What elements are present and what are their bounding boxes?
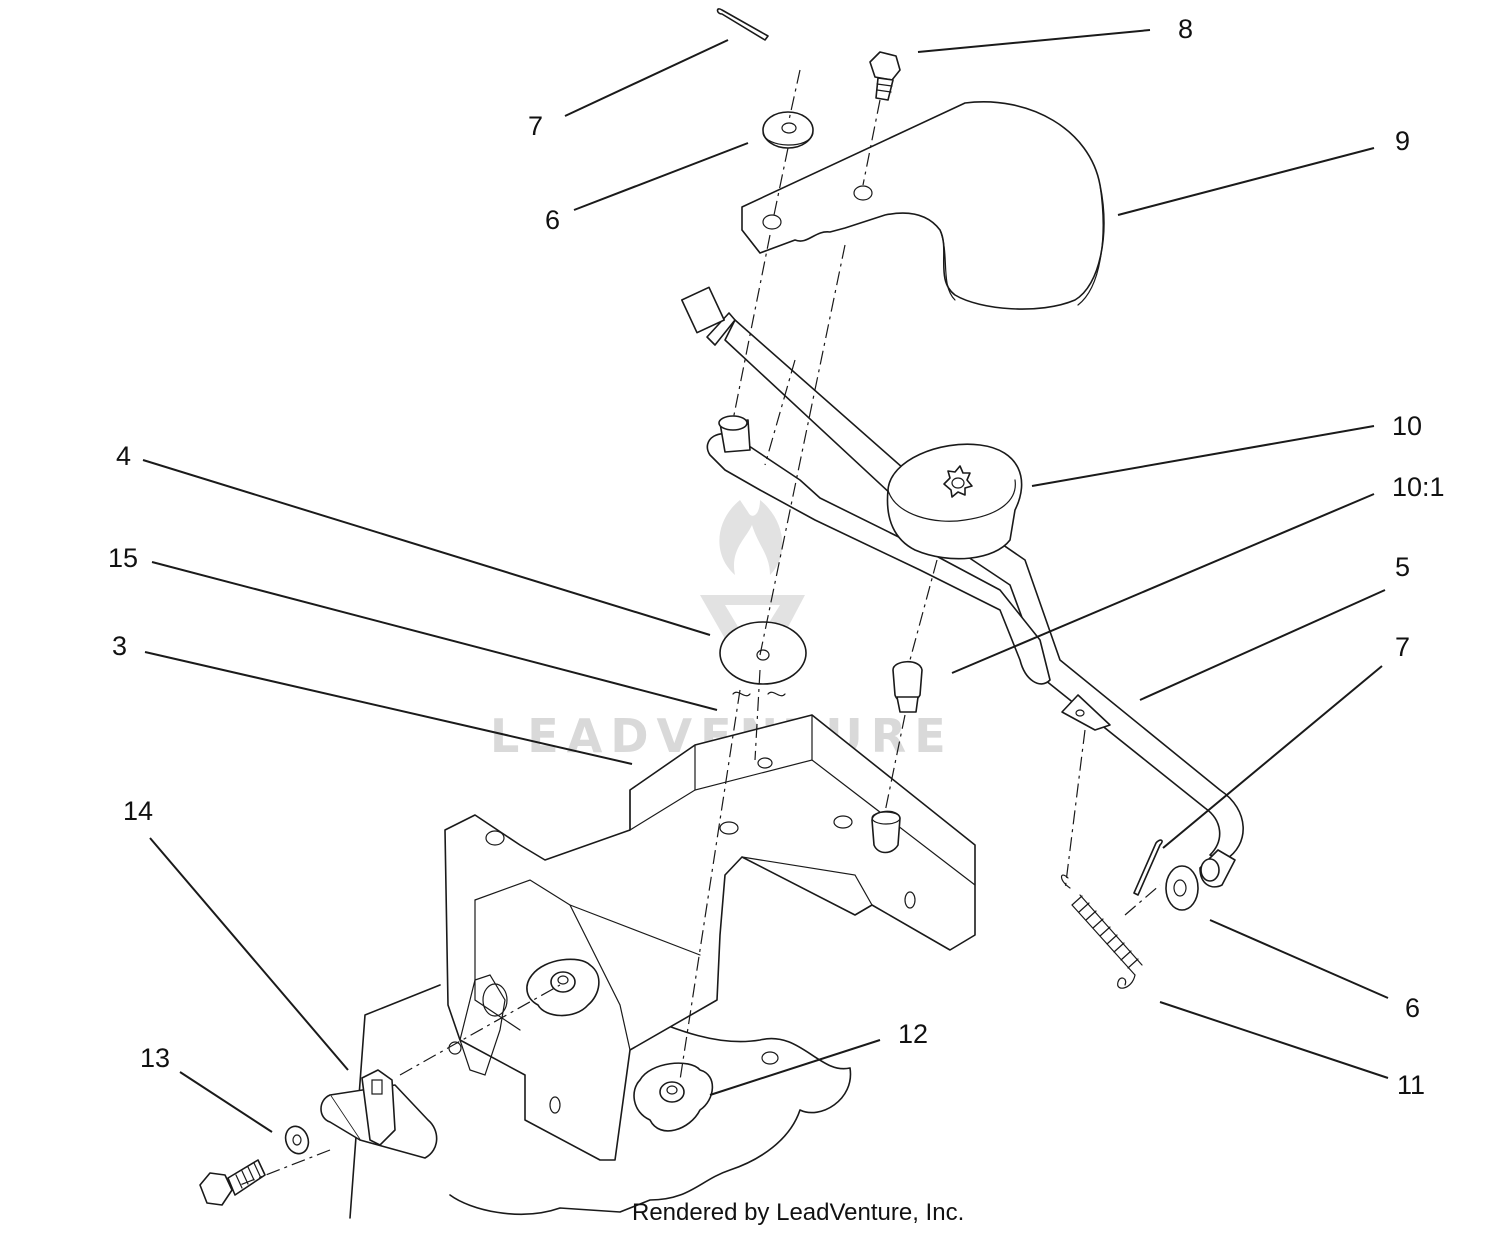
callout-13: 13 [140,1043,170,1073]
part-13-bolt [199,1125,310,1206]
part-6-washer-lower [1165,865,1199,911]
alignment-lines [239,69,1161,1186]
callout-11: 11 [1397,1070,1425,1100]
frame-outline [349,984,852,1219]
part-8-bolt [869,51,901,101]
part-14-sensor [320,1069,438,1159]
part-6-washer-upper [762,111,814,149]
part-10-1-bushing [871,660,923,854]
callout-6-upper: 6 [545,205,560,235]
part-10-splined-hub [886,443,1023,560]
part-3-bracket [444,714,976,1161]
callout-8: 8 [1178,14,1193,44]
callout-labels: 7 8 6 9 10 10:1 4 15 3 5 7 14 12 6 11 13 [108,14,1445,1100]
callout-9: 9 [1395,126,1410,156]
part-11-spring [1060,874,1143,989]
callout-7-lower: 7 [1395,632,1410,662]
callout-10-1: 10:1 [1392,472,1445,502]
part-7-cotter-pin-upper [716,8,769,41]
credit-text: Rendered by LeadVenture, Inc. [632,1199,964,1226]
callout-4: 4 [116,441,131,471]
part-15-spacer [732,691,786,697]
callout-7-upper: 7 [528,111,543,141]
part-9-cover-plate [741,101,1105,310]
part-7-cotter-pin-lower [1133,839,1163,896]
leader-lines [142,29,1389,1133]
callout-15: 15 [108,543,138,573]
callout-6-lower: 6 [1405,993,1420,1023]
callout-14: 14 [123,796,153,826]
part-4-washer [719,621,807,685]
callout-10: 10 [1392,411,1422,441]
callout-12: 12 [898,1019,928,1049]
part-12-flange-nut [526,958,714,1132]
callout-3: 3 [112,631,127,661]
callout-5: 5 [1395,552,1410,582]
